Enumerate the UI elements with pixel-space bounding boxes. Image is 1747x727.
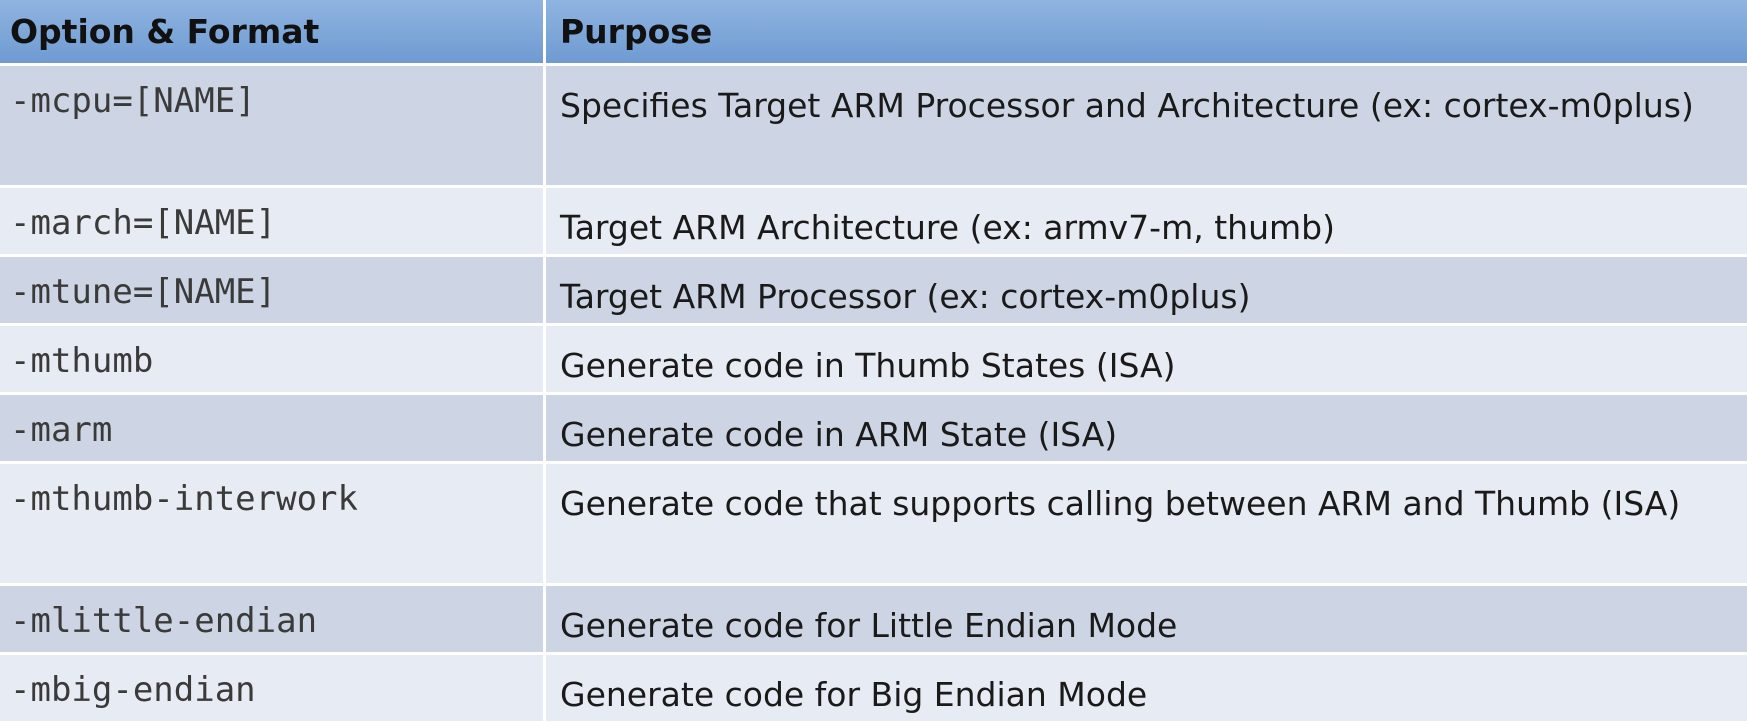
option-cell: -mthumb-interwork: [0, 464, 546, 583]
option-cell: -mtune=[NAME]: [0, 257, 546, 323]
table-row: -mthumb Generate code in Thumb States (I…: [0, 326, 1747, 395]
table-row: -mlittle-endian Generate code for Little…: [0, 586, 1747, 655]
table-row: -mcpu=[NAME] Specifies Target ARM Proces…: [0, 66, 1747, 188]
table-row: -mbig-endian Generate code for Big Endia…: [0, 655, 1747, 724]
table-row: -march=[NAME] Target ARM Architecture (e…: [0, 188, 1747, 257]
purpose-cell: Generate code that supports calling betw…: [560, 484, 1681, 523]
purpose-cell: Generate code in ARM State (ISA): [560, 415, 1118, 454]
table-row: -mtune=[NAME] Target ARM Processor (ex: …: [0, 257, 1747, 326]
table-row: -mthumb-interwork Generate code that sup…: [0, 464, 1747, 586]
option-cell: -mthumb: [0, 326, 546, 392]
option-cell: -marm: [0, 395, 546, 461]
option-cell: -march=[NAME]: [0, 188, 546, 254]
purpose-cell: Generate code for Little Endian Mode: [560, 606, 1178, 645]
purpose-cell: Target ARM Processor (ex: cortex-m0plus): [560, 277, 1251, 316]
purpose-cell: Generate code in Thumb States (ISA): [560, 346, 1176, 385]
purpose-cell: Target ARM Architecture (ex: armv7-m, th…: [560, 208, 1335, 247]
purpose-cell: Generate code for Big Endian Mode: [560, 675, 1148, 714]
table-header-row: Option & Format Purpose: [0, 0, 1747, 66]
table-row: -marm Generate code in ARM State (ISA): [0, 395, 1747, 464]
option-cell: -mbig-endian: [0, 655, 546, 721]
option-cell: -mcpu=[NAME]: [0, 66, 546, 185]
purpose-cell: Specifies Target ARM Processor and Archi…: [560, 86, 1694, 125]
header-purpose: Purpose: [560, 12, 713, 51]
header-option-format: Option & Format: [0, 0, 546, 63]
option-cell: -mlittle-endian: [0, 586, 546, 652]
